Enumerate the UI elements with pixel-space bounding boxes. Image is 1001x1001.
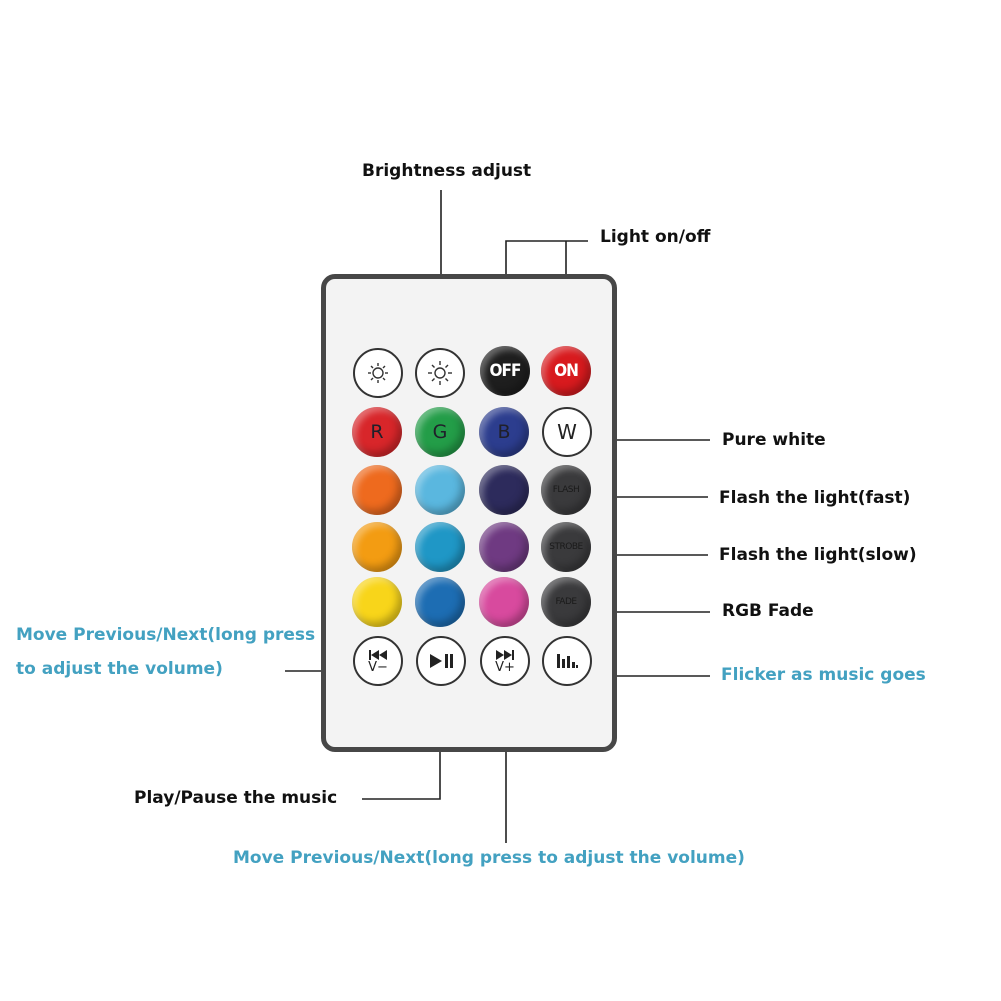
red-button[interactable]: R [352, 407, 402, 457]
pink-button[interactable] [479, 577, 529, 627]
off-button-label: OFF [489, 361, 522, 381]
flash-button[interactable]: FLASH [541, 465, 591, 515]
off-button[interactable]: OFF [480, 346, 530, 396]
blue-button-label: B [497, 421, 511, 443]
fade-button-label: FADE [555, 597, 577, 607]
purple-button[interactable] [479, 522, 529, 572]
label-move-prev-line1: Move Previous/Next(long press [16, 625, 316, 645]
label-flicker: Flicker as music goes [721, 665, 926, 685]
label-light-onoff: Light on/off [600, 227, 711, 247]
play-pause-button[interactable] [416, 636, 466, 686]
white-button-label: W [557, 420, 577, 444]
label-flash-slow: Flash the light(slow) [719, 545, 917, 565]
volume-up-label: V+ [495, 659, 515, 675]
green-button[interactable]: G [415, 407, 465, 457]
skip-next-icon [496, 649, 514, 660]
blue-button[interactable]: B [479, 407, 529, 457]
white-button[interactable]: W [542, 407, 592, 457]
label-play-pause: Play/Pause the music [134, 788, 338, 808]
green-button-label: G [432, 421, 448, 443]
on-button[interactable]: ON [541, 346, 591, 396]
brightness-down-button[interactable] [353, 348, 403, 398]
on-button-label: ON [554, 361, 579, 381]
next-button[interactable]: V+ [480, 636, 530, 686]
flash-button-label: FLASH [552, 485, 580, 495]
red-button-label: R [370, 421, 384, 443]
yellow-button[interactable] [352, 577, 402, 627]
label-move-prev-line2: to adjust the volume) [16, 659, 223, 679]
orange-button[interactable] [352, 465, 402, 515]
label-move-next: Move Previous/Next(long press to adjust … [233, 848, 745, 868]
volume-down-label: V− [368, 659, 388, 675]
previous-button[interactable]: V− [353, 636, 403, 686]
sun-large-icon [428, 361, 452, 385]
play-pause-icon [430, 654, 453, 668]
label-rgb-fade: RGB Fade [722, 601, 814, 621]
teal-button[interactable] [415, 522, 465, 572]
skip-previous-icon [369, 649, 387, 660]
strobe-button-label: STROBE [549, 542, 583, 552]
music-mode-button[interactable] [542, 636, 592, 686]
equalizer-icon [557, 654, 578, 668]
navy-button[interactable] [479, 465, 529, 515]
sun-small-icon [368, 363, 388, 383]
amber-button[interactable] [352, 522, 402, 572]
label-pure-white: Pure white [722, 430, 826, 450]
label-flash-fast: Flash the light(fast) [719, 488, 911, 508]
fade-button[interactable]: FADE [541, 577, 591, 627]
strobe-button[interactable]: STROBE [541, 522, 591, 572]
label-brightness-adjust: Brightness adjust [362, 161, 532, 181]
light-blue-button[interactable] [415, 465, 465, 515]
brightness-up-button[interactable] [415, 348, 465, 398]
cobalt-button[interactable] [415, 577, 465, 627]
